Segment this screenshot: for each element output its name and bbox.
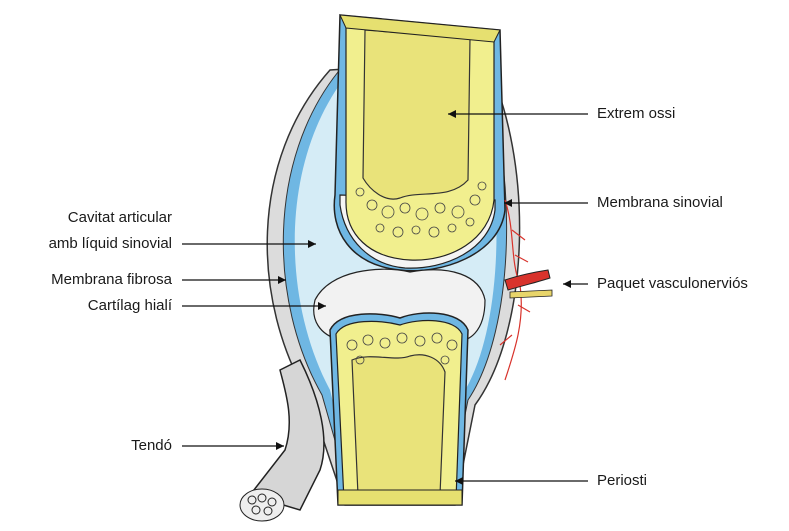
lower-bone-bottom	[338, 490, 462, 505]
label-paquet-vasculonervios: Paquet vasculonerviós	[597, 275, 748, 293]
label-tendo: Tendó	[131, 437, 172, 455]
nerve	[510, 290, 552, 298]
lower-marrow	[352, 355, 445, 495]
label-extrem-ossi: Extrem ossi	[597, 105, 675, 123]
label-cavitat-line1: Cavitat articular	[68, 209, 172, 227]
label-cavitat-line2: amb líquid sinovial	[49, 235, 172, 253]
label-periosti: Periosti	[597, 472, 647, 490]
label-cartilag-hiali: Cartílag hialí	[88, 297, 172, 315]
label-membrana-fibrosa: Membrana fibrosa	[51, 271, 172, 289]
tendon-end	[240, 489, 284, 521]
label-membrana-sinovial: Membrana sinovial	[597, 194, 723, 212]
